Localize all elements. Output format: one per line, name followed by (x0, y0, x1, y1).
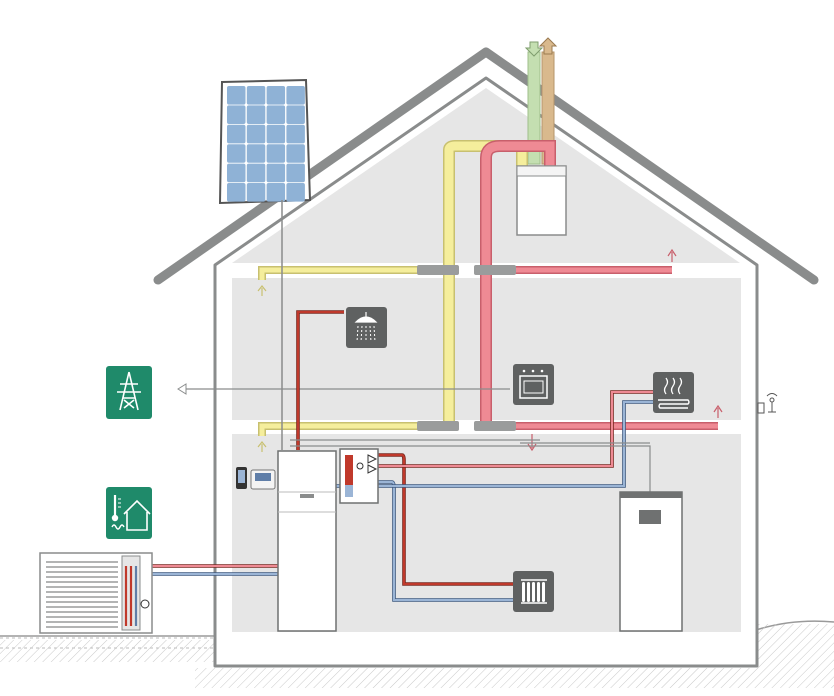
solar-cell (266, 163, 286, 183)
solar-cell (266, 105, 286, 124)
cold-water-pipes (140, 400, 653, 602)
solar-cell (227, 105, 246, 124)
battery-storage (619, 491, 683, 632)
supply-air-duct (258, 140, 528, 436)
solar-cell (227, 163, 246, 183)
solar-cell (246, 183, 266, 202)
solar-cell (246, 124, 266, 144)
underfloor-heating-icon (653, 372, 694, 413)
solar-cell (266, 183, 286, 202)
roof (153, 47, 819, 285)
shower-icon (346, 307, 387, 348)
oven-icon (513, 364, 554, 405)
duct-connectors (417, 265, 516, 431)
heat-pump-outdoor-unit (39, 552, 153, 634)
solar-cell (266, 124, 286, 144)
exhaust-air-duct (480, 140, 718, 430)
smartphone-icon (236, 467, 247, 489)
solar-cell (227, 86, 246, 105)
solar-cell (286, 124, 305, 144)
solar-cell (227, 124, 246, 144)
solar-cell (286, 86, 305, 105)
ventilation-unit (516, 165, 567, 236)
solar-cell (227, 144, 246, 163)
room-thermostat-icon (250, 469, 276, 490)
solar-panel (218, 78, 312, 450)
hydraulic-station (339, 448, 379, 504)
grid-connection (177, 383, 510, 395)
signal-cables (290, 439, 651, 492)
roof-pipes (524, 37, 558, 165)
solar-cell (286, 105, 305, 124)
thermometer-house-icon (106, 487, 152, 539)
solar-cell (227, 183, 246, 202)
power-pylon-icon (106, 366, 152, 419)
solar-cell (246, 163, 266, 183)
solar-cell (286, 163, 305, 183)
solar-cell (246, 86, 266, 105)
antenna-icon (757, 393, 778, 414)
solar-cell (286, 144, 305, 163)
solar-cell (266, 144, 286, 163)
hot-water-pipes (140, 310, 653, 586)
solar-cell (286, 183, 305, 202)
radiator-icon (513, 571, 554, 612)
vent-arrows (257, 248, 723, 452)
solar-cell (246, 105, 266, 124)
solar-cell (246, 144, 266, 163)
solar-cell (266, 86, 286, 105)
heat-pump-indoor-unit (277, 450, 337, 632)
